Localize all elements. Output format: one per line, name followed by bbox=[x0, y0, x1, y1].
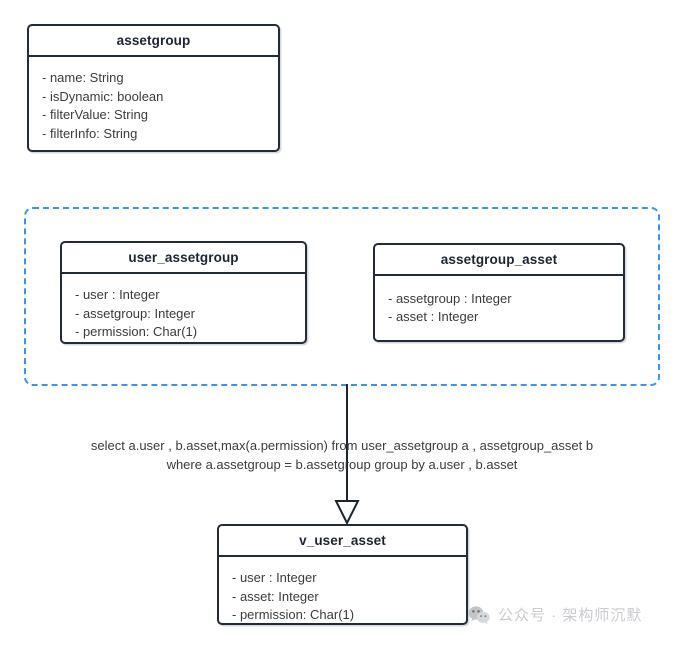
uml-class-title: user_assetgroup bbox=[62, 243, 305, 274]
uml-attribute: - assetgroup : Integer bbox=[388, 290, 512, 306]
uml-attribute-list: - name: String - isDynamic: boolean - fi… bbox=[29, 57, 278, 153]
uml-attribute: - isDynamic: boolean bbox=[42, 88, 164, 104]
uml-attribute: - user : Integer bbox=[75, 287, 160, 302]
uml-attribute-list: - user : Integer - asset: Integer - perm… bbox=[219, 557, 466, 635]
wechat-icon bbox=[468, 605, 490, 624]
uml-class-title: assetgroup bbox=[29, 26, 278, 57]
uml-class-assetgroup-asset[interactable]: assetgroup_asset - assetgroup : Integer … bbox=[373, 243, 625, 342]
sql-annotation: select a.user , b.asset,max(a.permission… bbox=[62, 436, 622, 474]
uml-attribute: - assetgroup: Integer bbox=[75, 305, 195, 321]
uml-attribute-list: - assetgroup : Integer - asset : Integer bbox=[375, 276, 623, 340]
sql-line-2: where a.assetgroup = b.assetgroup group … bbox=[166, 457, 518, 472]
uml-attribute: - filterValue: String bbox=[42, 107, 148, 122]
uml-attribute: - user : Integer bbox=[232, 570, 317, 585]
uml-attribute: - filterInfo: String bbox=[42, 125, 138, 141]
uml-class-title: v_user_asset bbox=[219, 526, 466, 557]
uml-class-assetgroup[interactable]: assetgroup - name: String - isDynamic: b… bbox=[27, 24, 280, 152]
watermark-text: 公众号 · 架构师沉默 bbox=[498, 607, 643, 624]
uml-class-title: assetgroup_asset bbox=[375, 245, 623, 276]
uml-class-v-user-asset[interactable]: v_user_asset - user : Integer - asset: I… bbox=[217, 524, 468, 625]
group-frame-dashed bbox=[24, 207, 660, 386]
uml-attribute: - asset: Integer bbox=[232, 588, 319, 604]
arrowhead-hollow-triangle bbox=[334, 500, 360, 526]
uml-attribute: - permission: Char(1) bbox=[232, 607, 355, 622]
uml-attribute: - asset : Integer bbox=[388, 309, 479, 324]
watermark: 公众号 · 架构师沉默 bbox=[468, 604, 642, 625]
sql-line-1: select a.user , b.asset,max(a.permission… bbox=[90, 438, 594, 453]
uml-attribute: - permission: Char(1) bbox=[75, 324, 198, 339]
uml-class-user-assetgroup[interactable]: user_assetgroup - user : Integer - asset… bbox=[60, 241, 307, 344]
uml-attribute: - name: String bbox=[42, 70, 124, 85]
uml-attribute-list: - user : Integer - assetgroup: Integer -… bbox=[62, 274, 305, 352]
